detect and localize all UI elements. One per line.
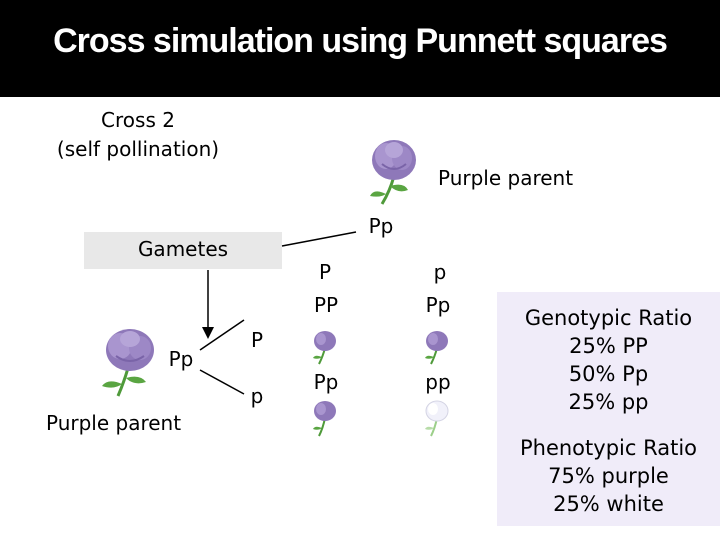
genotypic-ratio-line: 25% PP [569, 334, 648, 358]
top-parent-genotype: Pp [368, 214, 394, 238]
top-parent-label: Purple parent [438, 166, 574, 190]
column-allele-2: p [433, 260, 447, 284]
offspring-purple-flower-icon [313, 331, 336, 365]
punnett-cell-pp: pp [425, 370, 451, 394]
punnett-cell-PP: PP [313, 293, 339, 317]
offspring-white-flower-icon [425, 400, 449, 437]
left-parent-flower-icon [102, 329, 154, 397]
offspring-purple-flower-icon [313, 401, 336, 437]
left-parent-to-P-line [199, 319, 245, 351]
title-bar [0, 0, 720, 97]
cross-label: Cross 2 [101, 108, 175, 132]
left-parent-label: Purple parent [46, 411, 182, 435]
row-allele-2: p [250, 384, 264, 408]
genotypic-ratio-line: 25% pp [568, 390, 649, 414]
column-allele-1: P [318, 260, 332, 284]
page-title: Cross simulation using Punnett squares [53, 22, 668, 60]
phenotypic-ratio-line: 25% white [553, 492, 664, 516]
left-parent-to-p-line [199, 369, 245, 395]
phenotypic-ratio-heading: Phenotypic Ratio [519, 436, 697, 460]
gametes-to-top-line [281, 231, 357, 247]
gametes-box [84, 232, 282, 269]
punnett-cell-Pp-bottom: Pp [313, 370, 339, 394]
top-parent-flower-icon [370, 140, 416, 205]
punnett-cell-Pp-top: Pp [425, 293, 451, 317]
genotypic-ratio-line: 50% Pp [568, 362, 649, 386]
ratio-panel [497, 292, 720, 526]
phenotypic-ratio-line: 75% purple [548, 464, 669, 488]
row-allele-1: P [250, 328, 264, 352]
offspring-purple-flower-icon [425, 331, 448, 365]
gametes-label: Gametes [137, 237, 229, 261]
left-parent-genotype: Pp [168, 347, 194, 371]
cross-sublabel: (self pollination) [56, 137, 220, 161]
genotypic-ratio-heading: Genotypic Ratio [524, 306, 693, 330]
